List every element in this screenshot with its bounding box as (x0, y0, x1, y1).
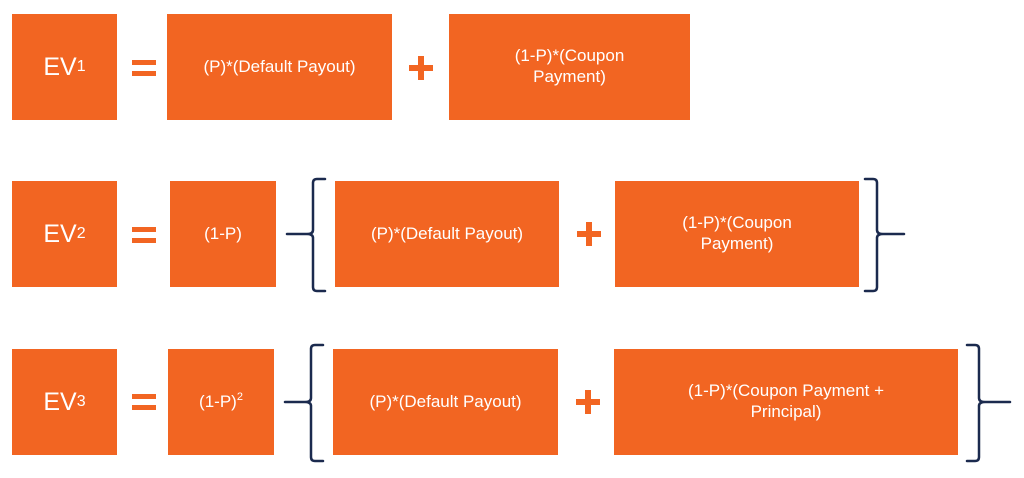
factor-box-3: (1-P)2 (168, 349, 274, 455)
coupon-payment-line2-1: Payment) (533, 67, 606, 86)
coupon-payment-line2-2: Payment) (700, 234, 774, 253)
default-payout-text-2: (P)*(Default Payout) (370, 223, 524, 243)
factor-text-3: (1-P) (199, 391, 237, 411)
default-payout-box-2: (P)*(Default Payout) (335, 181, 559, 287)
coupon-payment-box-1: (1-P)*(Coupon Payment) (449, 14, 690, 120)
coupon-payment-line1-3: (1-P)*(Coupon Payment + (687, 381, 885, 401)
coupon-payment-box-3: (1-P)*(Coupon Payment + Principal) (614, 349, 958, 455)
plus-sign-2 (577, 222, 601, 246)
factor-box-2: (1-P) (170, 181, 276, 287)
equals-sign-1 (132, 60, 156, 76)
factor-text-2: (1-P) (204, 223, 242, 243)
default-payout-box-1: (P)*(Default Payout) (167, 14, 392, 120)
default-payout-text-1: (P)*(Default Payout) (203, 56, 356, 76)
ev3-label: EV (43, 387, 77, 416)
left-brace-3 (283, 343, 325, 463)
plus-sign-1 (409, 56, 433, 80)
coupon-payment-line1-1: (1-P)*(Coupon (514, 46, 625, 66)
ev1-label: EV (43, 52, 77, 81)
default-payout-text-3: (P)*(Default Payout) (369, 391, 522, 411)
plus-sign-3 (576, 390, 600, 414)
ev2-label: EV (43, 219, 77, 248)
coupon-payment-line1-2: (1-P)*(Coupon (682, 213, 792, 233)
right-brace-3 (965, 343, 1012, 463)
coupon-payment-line2-3: Principal) (750, 402, 822, 421)
default-payout-box-3: (P)*(Default Payout) (333, 349, 558, 455)
left-brace-2 (285, 177, 327, 293)
factor-exponent-3: 2 (236, 390, 243, 403)
equals-sign-3 (132, 394, 156, 410)
coupon-payment-box-2: (1-P)*(Coupon Payment) (615, 181, 859, 287)
equals-sign-2 (132, 227, 156, 243)
right-brace-2 (863, 177, 906, 293)
